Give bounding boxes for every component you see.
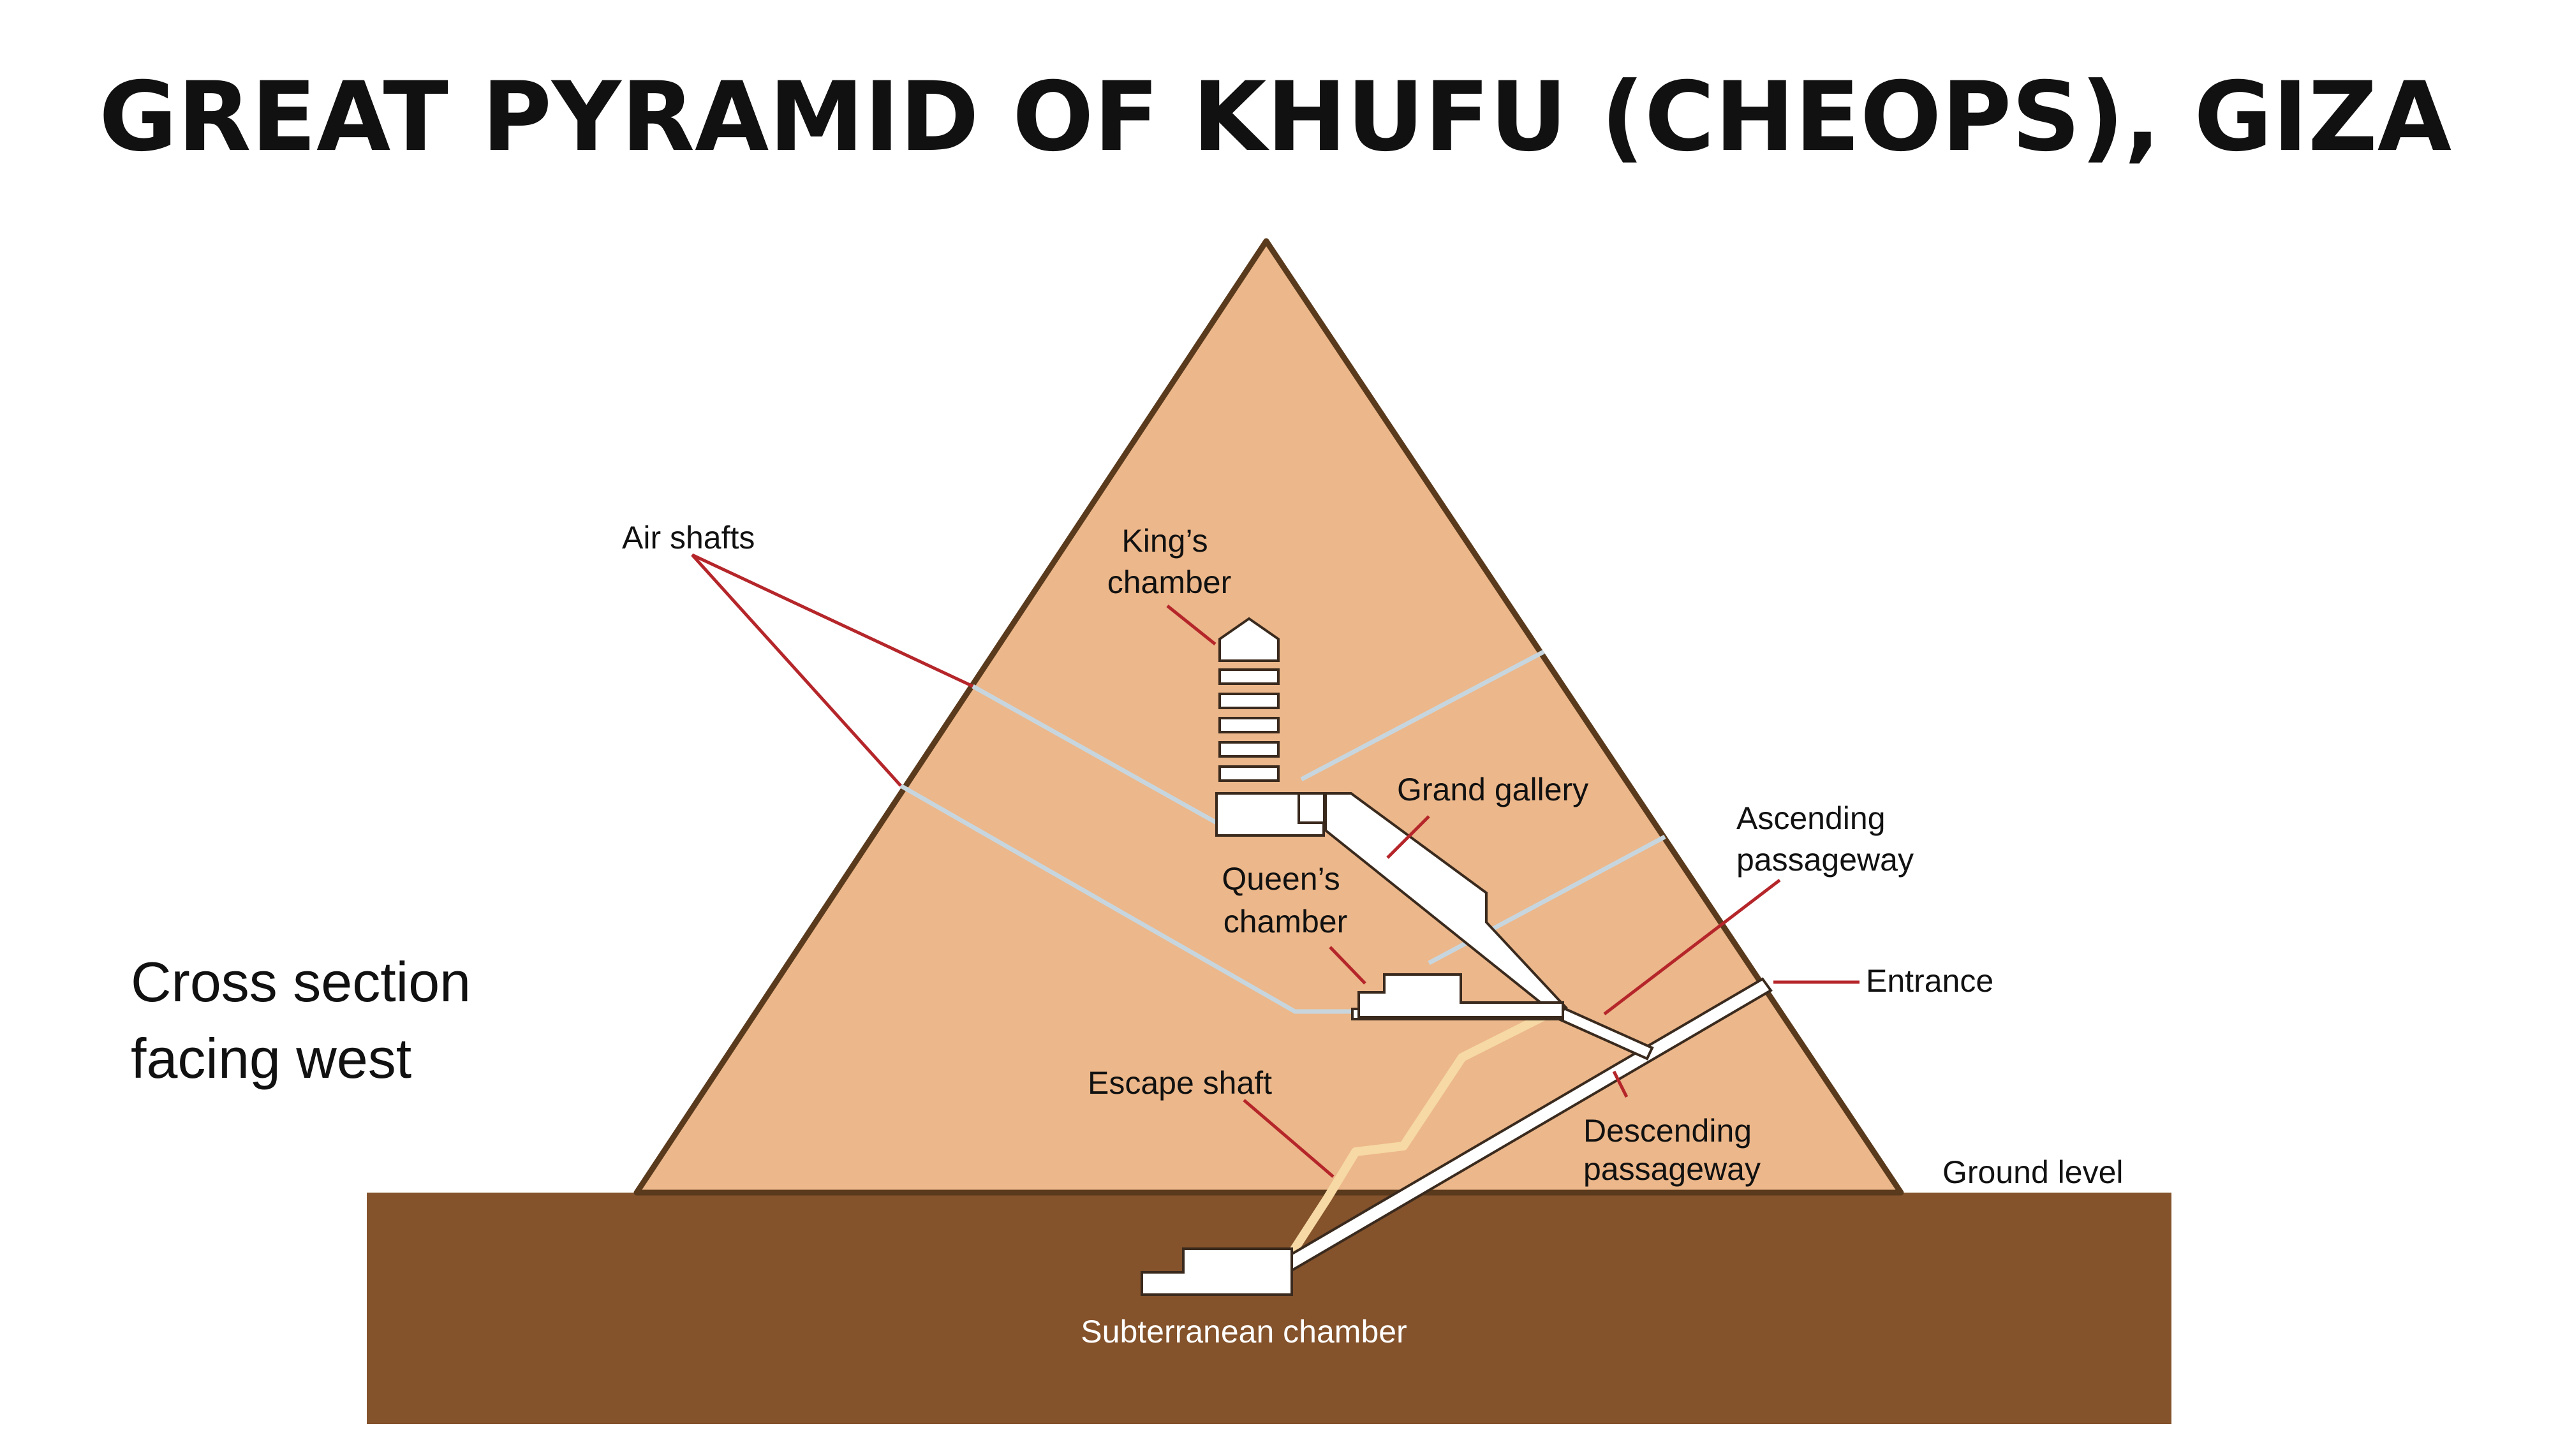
grand-gallery-passage (1324, 792, 1568, 1017)
entrance-label: Entrance (1866, 963, 1993, 999)
ascending-passageway-label: Ascending passageway (1736, 800, 1914, 878)
cross-section-note-line-2: facing west (131, 1027, 411, 1090)
diagram-title: GREAT PYRAMID OF KHUFU (CHEOPS), GIZA (99, 62, 2451, 173)
queens-chamber-label-line-2: chamber (1224, 904, 1348, 939)
passages (1141, 617, 1773, 1296)
king-air-shaft-south (972, 684, 1218, 825)
relieving-chamber-4 (1218, 741, 1280, 758)
kings-chamber-step (1298, 792, 1326, 824)
queens-chamber-leader (1329, 946, 1366, 985)
queens-chamber-label: Queen’s chamber (1222, 861, 1349, 939)
ground-section (367, 1193, 2171, 1424)
relieving-chamber-2 (1218, 693, 1280, 709)
subterranean-chamber-room (1141, 1247, 1293, 1296)
kings-chamber-label-line-2: chamber (1107, 564, 1232, 600)
kings-chamber-label: King’s chamber (1107, 523, 1232, 600)
descending-passageway-label-line-1: Descending (1583, 1113, 1752, 1149)
cross-section-note: Cross section facing west (131, 950, 487, 1090)
relieving-chamber-3 (1218, 717, 1280, 733)
ascending-passageway-label-line-2: passageway (1736, 842, 1914, 878)
king-air-shaft-north (1300, 649, 1545, 782)
descending-passageway-label-line-2: passageway (1583, 1151, 1761, 1187)
air-shafts-leader-upper (691, 553, 974, 688)
kings-chamber-label-line-1: King’s (1121, 523, 1208, 559)
cross-section-note-line-1: Cross section (131, 950, 471, 1013)
air-shafts-label: Air shafts (622, 520, 755, 555)
leader-lines (691, 553, 1860, 1178)
relieving-chamber-top (1218, 617, 1280, 662)
relieving-chamber-1 (1218, 668, 1280, 685)
subterranean-chamber-label: Subterranean chamber (1081, 1314, 1407, 1349)
grand-gallery-label: Grand gallery (1397, 772, 1588, 807)
ground-level-label: Ground level (1942, 1154, 2124, 1190)
descending-passageway-leader (1612, 1070, 1629, 1098)
escape-shaft-leader (1243, 1099, 1335, 1178)
queens-chamber-label-line-1: Queen’s (1222, 861, 1340, 897)
escape-shaft (1288, 1011, 1547, 1256)
grand-gallery-leader (1386, 815, 1430, 859)
queens-chamber-room (1357, 973, 1564, 1018)
ascending-passageway-label-line-1: Ascending (1736, 800, 1886, 836)
descending-passageway-label: Descending passageway (1583, 1113, 1761, 1187)
air-shafts-leader-lower (691, 554, 902, 787)
relieving-chamber-5 (1218, 765, 1280, 782)
queen-air-shaft-south (899, 783, 1359, 1014)
kings-chamber-leader (1166, 605, 1216, 645)
escape-shaft-label: Escape shaft (1088, 1065, 1272, 1101)
ascending-passageway-leader (1603, 879, 1781, 1015)
